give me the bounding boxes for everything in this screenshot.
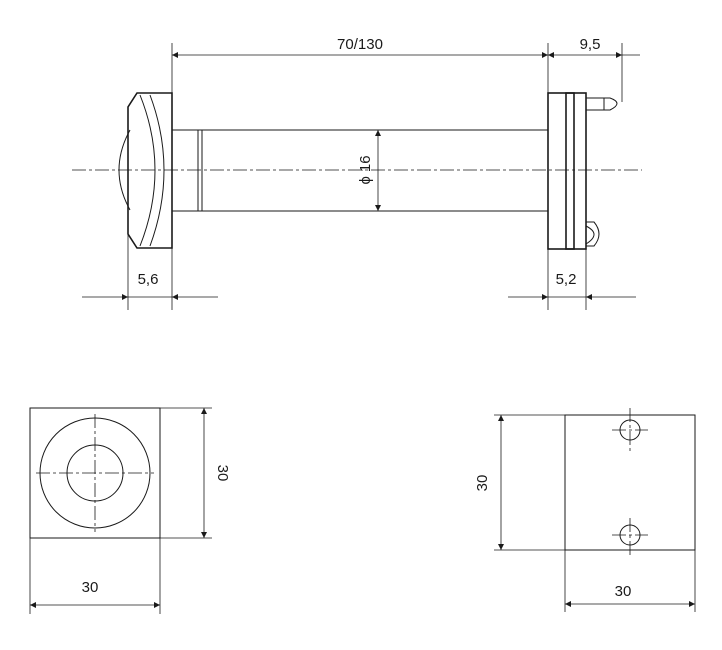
front-head-curve-outer	[139, 94, 156, 247]
front-view-square	[29, 407, 161, 539]
rear-flange-ring	[565, 92, 575, 250]
front-view: 30 30	[29, 407, 231, 614]
back-width-label: 30	[615, 583, 632, 600]
front-head	[127, 92, 173, 249]
diameter-dimension-label: ϕ16	[357, 155, 374, 184]
offset-dimension-label: 9,5	[580, 36, 601, 53]
side-view: 70/130 9,5 ϕ16 5,6 5,2	[72, 36, 642, 310]
rear-pin-top	[586, 97, 618, 111]
lens-dome	[118, 129, 131, 211]
rear-pin-bottom	[585, 225, 595, 245]
flange-right-dimension-label: 5,2	[556, 271, 577, 288]
front-height-label: 30	[214, 465, 231, 482]
barrel	[201, 129, 549, 212]
rear-flange	[547, 92, 587, 250]
length-dimension-label: 70/130	[337, 36, 383, 53]
front-width-label: 30	[82, 579, 99, 596]
back-view: 30 30	[474, 408, 696, 612]
back-height-label: 30	[474, 475, 491, 492]
front-head-curve-inner	[149, 94, 165, 247]
flange-left-dimension-label: 5,6	[138, 271, 159, 288]
